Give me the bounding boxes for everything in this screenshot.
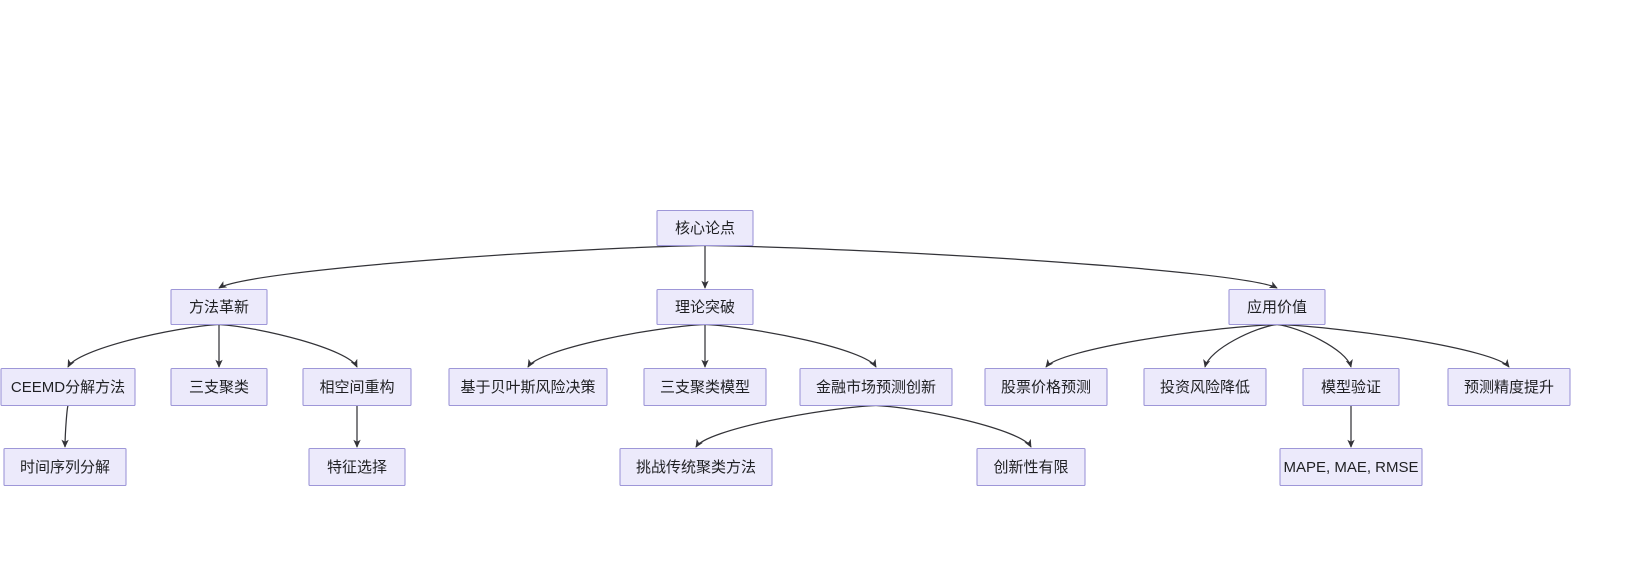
node-l1b[interactable]: 理论突破 (656, 288, 754, 326)
node-label: 理论突破 (675, 299, 735, 316)
node-box[interactable] (656, 209, 754, 247)
node-label: 投资风险降低 (1160, 379, 1250, 396)
node-label: 三支聚类模型 (660, 379, 750, 396)
node-label: 预测精度提升 (1464, 379, 1554, 396)
edge-l2a-to-l3a (61, 405, 69, 448)
node-label: 时间序列分解 (20, 459, 110, 476)
node-label: 股票价格预测 (1001, 379, 1091, 396)
node-box[interactable] (643, 367, 767, 407)
node-box[interactable] (170, 288, 268, 326)
edges-layer (61, 244, 1510, 448)
node-box[interactable] (1279, 447, 1423, 487)
node-l2g[interactable]: 股票价格预测 (984, 367, 1108, 407)
node-box[interactable] (1447, 367, 1571, 407)
node-l2d[interactable]: 基于贝叶斯风险决策 (448, 367, 608, 407)
edge-root-to-l1a (218, 244, 706, 289)
edge-l1c-to-l2j (1276, 323, 1510, 368)
node-l1a[interactable]: 方法革新 (170, 288, 268, 326)
edge-l1b-to-l2f (704, 323, 877, 368)
edge-l2f-to-l3c (695, 404, 877, 448)
node-root[interactable]: 核心论点 (656, 209, 754, 247)
node-box[interactable] (656, 288, 754, 326)
edge-l1c-to-l2g (1045, 323, 1278, 368)
node-l2j[interactable]: 预测精度提升 (1447, 367, 1571, 407)
node-label: CEEMD分解方法 (11, 379, 125, 396)
edge-l1b-to-l2d (527, 323, 706, 368)
node-box[interactable] (984, 367, 1108, 407)
node-box[interactable] (619, 447, 773, 487)
node-l2f[interactable]: 金融市场预测创新 (799, 367, 953, 407)
node-label: 三支聚类 (189, 379, 249, 396)
node-label: 应用价值 (1247, 298, 1307, 316)
node-label: 特征选择 (327, 459, 387, 476)
node-box[interactable] (3, 447, 127, 487)
node-l1c[interactable]: 应用价值 (1228, 288, 1326, 326)
node-label: 核心论点 (675, 220, 735, 237)
node-label: 金融市场预测创新 (816, 379, 936, 396)
node-l3a[interactable]: 时间序列分解 (3, 447, 127, 487)
node-l3c[interactable]: 挑战传统聚类方法 (619, 447, 773, 487)
node-label: 创新性有限 (993, 459, 1068, 476)
edge-l1a-to-l2a (67, 323, 220, 368)
node-l2c[interactable]: 相空间重构 (302, 367, 412, 407)
node-box[interactable] (976, 447, 1086, 487)
node-box[interactable] (308, 447, 406, 487)
edge-root-to-l1c (704, 244, 1278, 289)
node-l2i[interactable]: 模型验证 (1302, 367, 1400, 407)
node-l2a[interactable]: CEEMD分解方法 (0, 367, 136, 407)
node-box[interactable] (448, 367, 608, 407)
node-box[interactable] (1143, 367, 1267, 407)
node-label: 挑战传统聚类方法 (636, 459, 756, 476)
node-label: 模型验证 (1321, 379, 1381, 396)
node-box[interactable] (799, 367, 953, 407)
node-label: 相空间重构 (319, 379, 394, 396)
edge-l1c-to-l2h (1203, 323, 1278, 368)
node-l3d[interactable]: 创新性有限 (976, 447, 1086, 487)
edge-l1c-to-l2i (1276, 323, 1353, 368)
node-box[interactable] (302, 367, 412, 407)
node-box[interactable] (0, 367, 136, 407)
node-label: 基于贝叶斯风险决策 (460, 379, 595, 396)
node-label: 方法革新 (189, 299, 249, 316)
node-label: MAPE, MAE, RMSE (1283, 459, 1418, 476)
node-l3b[interactable]: 特征选择 (308, 447, 406, 487)
edge-l1a-to-l2c (218, 323, 358, 368)
edge-l2f-to-l3d (875, 404, 1032, 448)
node-box[interactable] (1228, 288, 1326, 326)
node-box[interactable] (1302, 367, 1400, 407)
node-l2h[interactable]: 投资风险降低 (1143, 367, 1267, 407)
node-l3e[interactable]: MAPE, MAE, RMSE (1279, 447, 1423, 487)
node-box[interactable] (170, 367, 268, 407)
node-l2b[interactable]: 三支聚类 (170, 367, 268, 407)
node-l2e[interactable]: 三支聚类模型 (643, 367, 767, 407)
